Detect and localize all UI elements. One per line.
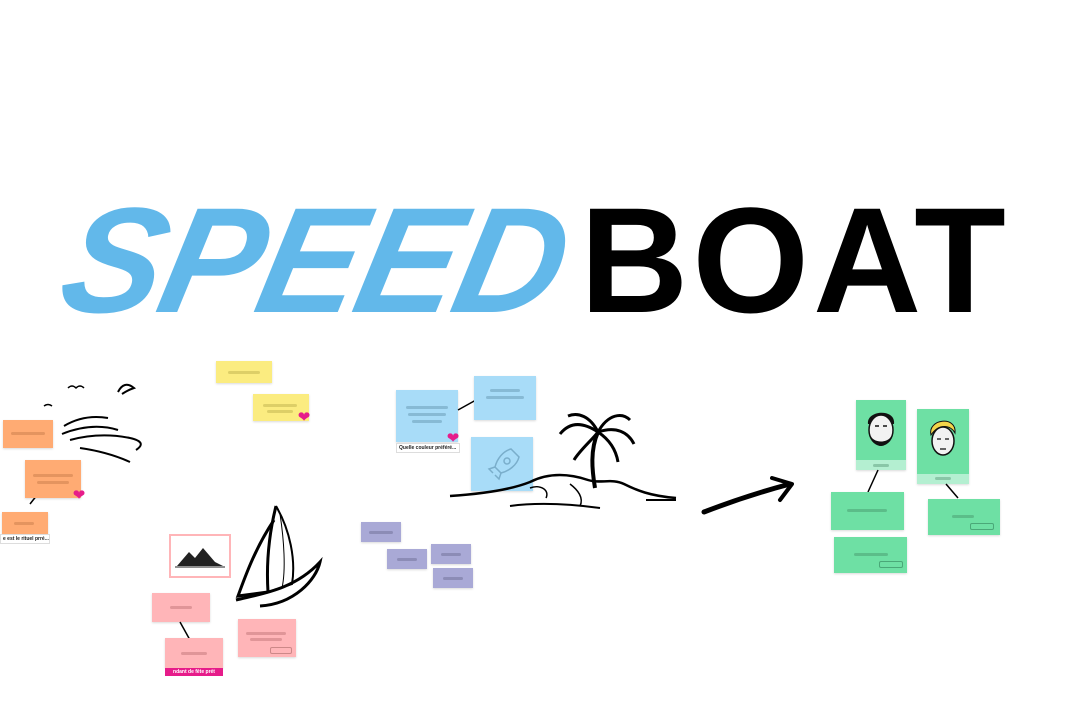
palm-island-icon (449, 413, 677, 509)
sticky-note-blue-rocket[interactable] (471, 437, 533, 491)
heart-icon[interactable]: ❤ (72, 487, 86, 504)
speedboat-logo: SPEED BOAT (48, 176, 1020, 344)
connector-line (945, 483, 959, 499)
sticky-note-green-1[interactable] (831, 492, 904, 530)
sticky-note-purple-3[interactable] (431, 544, 471, 564)
connector-line (457, 399, 477, 411)
sticky-note-orange-1[interactable] (3, 420, 53, 448)
arrow-icon (701, 476, 794, 515)
sticky-note-orange-3[interactable] (2, 512, 48, 534)
woman-avatar-card[interactable] (917, 409, 969, 484)
man-avatar-icon (867, 412, 895, 446)
sticky-note-yellow-1[interactable] (216, 361, 272, 383)
sticky-note-purple-1[interactable] (361, 522, 401, 542)
heart-icon[interactable]: ❤ (446, 430, 460, 447)
sailboat-icon (235, 505, 323, 608)
sticky-note-pink-3[interactable] (238, 619, 296, 657)
connector-line (179, 621, 191, 641)
pink-note-tag: ndant de fête prét (165, 668, 223, 676)
sticky-note-blue-2[interactable] (474, 376, 536, 420)
logo-speed-text: SPEED (48, 176, 583, 344)
sticky-note-pink-1[interactable] (152, 593, 210, 622)
sticky-note-blue-1[interactable] (396, 390, 458, 442)
mountain-image-card[interactable] (169, 534, 231, 578)
logo-boat-text: BOAT (580, 176, 1010, 344)
rocket-icon (487, 448, 520, 481)
heart-icon[interactable]: ❤ (297, 409, 311, 426)
connector-line (867, 469, 879, 493)
sticky-note-green-3[interactable] (834, 537, 907, 573)
woman-avatar-icon (930, 420, 956, 456)
sticky-note-yellow-2[interactable] (253, 394, 309, 421)
sticky-note-pink-2[interactable] (165, 638, 223, 668)
sticky-note-green-2[interactable] (928, 499, 1000, 535)
sticky-note-purple-2[interactable] (387, 549, 427, 569)
sticky-note-orange-2[interactable] (25, 460, 81, 498)
mountain-icon (175, 548, 225, 568)
wind-icon (43, 383, 142, 463)
sticky-note-purple-4[interactable] (433, 568, 473, 588)
man-avatar-card[interactable] (856, 400, 906, 470)
blue-note-tag: Quelle couleur préféré... (396, 443, 460, 453)
orange-note-tag: e est le rituel prré... (0, 534, 50, 544)
